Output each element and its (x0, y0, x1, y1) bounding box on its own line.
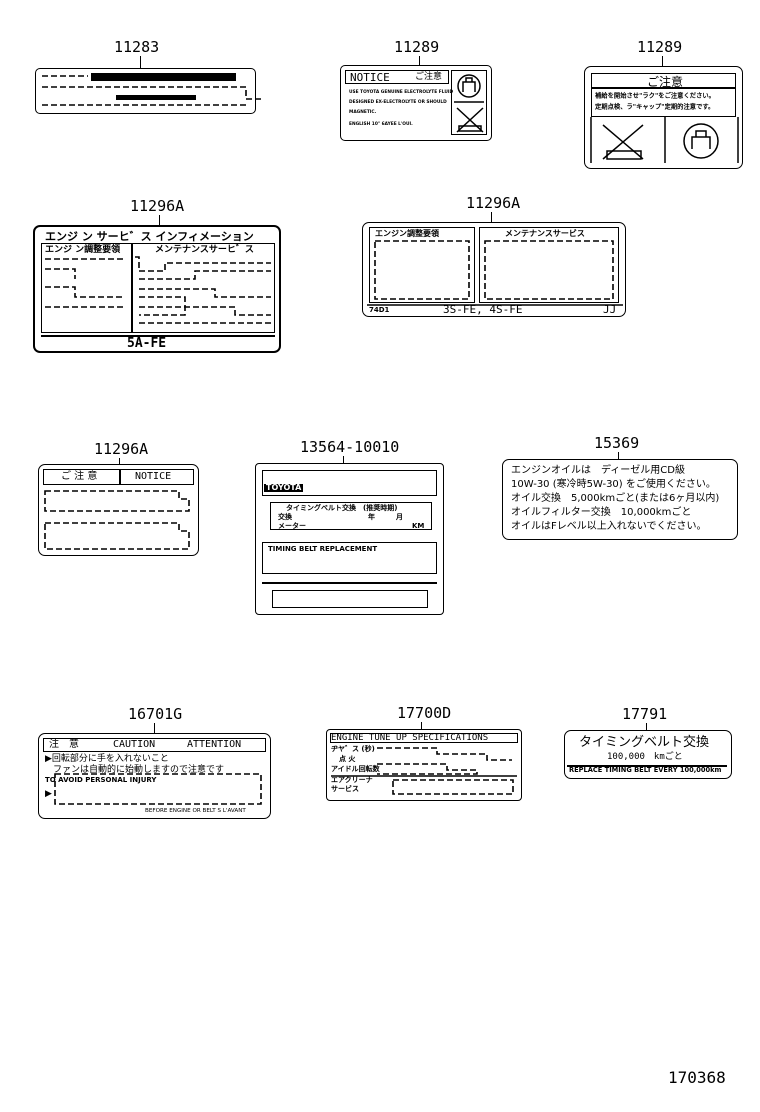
notice-line-4: ENGLISH 10" 6AYEE L'OUI. (349, 121, 413, 127)
tune-up-title: ENGINE TUNE UP SPECIFICATIONS (331, 733, 489, 743)
spec-row-2: 点 火 (339, 755, 356, 763)
notice-jp-heading: ご注意 (415, 72, 443, 82)
caution-en: CAUTION (113, 739, 156, 750)
spec-row-1: ヂヤ゛ス (秒) (331, 745, 375, 753)
belt-en: REPLACE TIMING BELT EVERY 100,000km (569, 766, 722, 774)
label-suffix: JJ (603, 303, 617, 316)
service-info-title: エンジ ン サーヒ゛ス インフィメーション (45, 230, 254, 243)
part-number-17791: 17791 (622, 705, 668, 723)
placeholder-lines (331, 747, 517, 795)
row2-label: メーター (278, 522, 306, 530)
label-11296a-maintenance: エンジン調整要領 メンテナンスサービス 74D1 3S-FE, 4S-FE JJ (362, 222, 626, 317)
label-timing-belt-replacement: TOYOTA タイミングベルト交換 (推奨時期) 交換 年 月 メーター KM … (255, 463, 444, 615)
label-caution-fan: 注 意 CAUTION ATTENTION ▶回転部分に手を入れないこと ファン… (38, 733, 271, 819)
notice-heading: NOTICE (135, 471, 172, 482)
part-number-17700d: 17700D (397, 704, 452, 722)
part-number-11289-a: 11289 (394, 38, 440, 56)
label-11283 (35, 68, 261, 114)
battery-pictogram-icon (454, 74, 484, 133)
engine-code: 3S-FE, 4S-FE (443, 303, 523, 316)
caution-line-3: TO AVOID PERSONAL INJURY (45, 776, 157, 784)
label-11296a-service-info: エンジ ン サーヒ゛ス インフィメーション エンジ ン調整要領 メンテナンスサー… (33, 225, 281, 353)
oil-line-4: オイルフィルター交換 10,000kmごと (511, 507, 692, 518)
row1-month: 月 (396, 513, 403, 521)
jp-heading: ご注意 (647, 75, 684, 89)
label-engine-tune-up: ENGINE TUNE UP SPECIFICATIONS ヂヤ゛ス (秒) 点… (326, 729, 522, 801)
belt-interval: 100,000 kmごと (607, 752, 683, 762)
label-11289-notice: NOTICE ご注意 USE TOYOTA GENUINE ELECTROLYT… (340, 65, 492, 141)
row1-label: 交換 (278, 513, 292, 521)
timing-belt-text: TIMING BELT REPLACEMENT (268, 545, 378, 553)
caution-line-1: ▶回転部分に手を入れないこと (45, 754, 169, 764)
label-engine-oil: エンジンオイルは ディーゼル用CD級 10W-30 (寒冷時5W-30) をご使… (502, 459, 738, 540)
oil-line-5: オイルはFレベル以上入れないでください。 (511, 521, 707, 532)
spec-row-5: サービス (331, 785, 359, 793)
oil-line-2: 10W-30 (寒冷時5W-30) をご使用ください。 (511, 479, 716, 490)
notice-line-1: USE TOYOTA GENUINE ELECTROLYTE FLUID (349, 89, 454, 95)
part-number-11296a-1: 11296A (130, 197, 185, 215)
left-heading: エンジ ン調整要領 (45, 245, 121, 255)
engine-code: 5A-FE (127, 336, 167, 351)
oil-line-3: オイル交換 5,000kmごと(または6ヶ月以内) (511, 493, 720, 504)
placeholder-boxes (367, 240, 623, 306)
part-number-11283: 11283 (114, 38, 160, 56)
left-heading: エンジン調整要領 (375, 229, 439, 238)
part-number-11296a-2: 11296A (466, 194, 521, 212)
right-heading: メンテナンスサービス (505, 229, 585, 238)
part-number-13564-10010: 13564-10010 (300, 438, 400, 456)
battery-pictogram-icon (590, 117, 739, 163)
notice-line-2: DESIGNED EX-ELECTROLYTE OR SHOULD (349, 99, 447, 105)
row1-year: 年 (368, 513, 375, 521)
belt-header: タイミングベルト交換 (推奨時期) (286, 504, 398, 512)
top-brand-text: TOYOTA (264, 483, 304, 492)
spec-row-3: アイドル回転数 (331, 765, 380, 773)
part-number-15369: 15369 (594, 434, 640, 452)
label-timing-belt-17791: タイミングベルト交換 100,000 kmごと REPLACE TIMING B… (564, 730, 732, 779)
notice-heading: NOTICE (350, 71, 390, 84)
part-number-11296a-3: 11296A (94, 440, 149, 458)
part-number-16701g: 16701G (128, 705, 183, 723)
placeholder-box (54, 773, 262, 805)
label-11289-jp: ご注意 補給を開始させ"ラク"をご注意ください。 定期点検、ラ"キャップ"定期的… (584, 66, 743, 169)
caution-bottom: BEFORE ENGINE OR BELT S L'AVANT (145, 807, 246, 814)
jp-heading: ご 注 意 (61, 471, 98, 482)
jp-line-1: 補給を開始させ"ラク"をご注意ください。 (595, 92, 715, 100)
caution-line-2: ファンは自動的に始動しますので注意です (53, 765, 225, 775)
km-unit: KM (412, 522, 425, 530)
jp-line-2: 定期点検、ラ"キャップ"定期的注意です。 (595, 103, 715, 111)
notice-line-3: MAGNETIC. (349, 109, 377, 115)
right-heading: メンテナンスサーヒ゛ス (155, 245, 254, 255)
placeholder-boxes (44, 490, 190, 550)
placeholder-text-lines (45, 256, 271, 324)
part-number-11289-b: 11289 (637, 38, 683, 56)
caution-jp: 注 意 (49, 739, 79, 750)
figure-number: 170368 (668, 1068, 726, 1087)
belt-jp: タイミングベルト交換 (579, 735, 710, 750)
attention-fr: ATTENTION (187, 739, 242, 750)
placeholder-text-lines (42, 73, 261, 106)
label-code: 74D1 (369, 306, 390, 314)
spec-row-4: エアクリーナ (331, 776, 373, 784)
caution-arrow: ▶ (45, 789, 52, 799)
oil-line-1: エンジンオイルは ディーゼル用CD級 (511, 465, 685, 476)
label-11296a-notice: ご 注 意 NOTICE (38, 464, 199, 556)
